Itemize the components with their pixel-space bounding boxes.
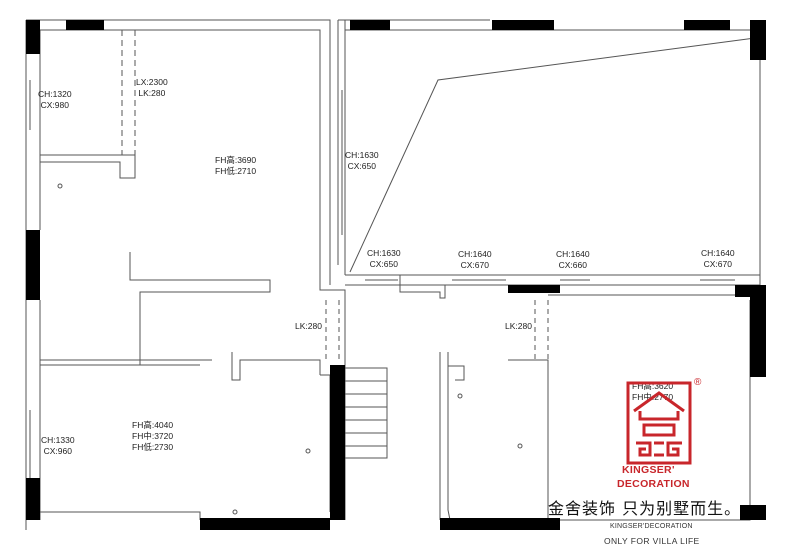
fh-high-label: FH高:4040: [132, 420, 174, 430]
window-label-1: CH:1630 CX:650: [367, 248, 401, 270]
lk-label: LK:280: [505, 321, 532, 331]
room-label-top-left: CH:1320 CX:980: [38, 89, 72, 111]
fh-high-label: FH高:3620: [632, 381, 674, 391]
kingser-logo-icon: [626, 381, 692, 465]
hall-label-left: LK:280: [295, 321, 322, 332]
window-label-2: CH:1640 CX:670: [458, 249, 492, 271]
window-label-diagonal: CH:1630 CX:650: [345, 150, 379, 172]
fh-mid-label: FH中:3720: [132, 431, 174, 441]
registered-mark: ®: [694, 377, 702, 388]
cx-label: CX:650: [369, 259, 398, 269]
ch-label: CH:1640: [458, 249, 492, 259]
window-label-3: CH:1640 CX:660: [556, 249, 590, 271]
plan-thick-walls: [26, 20, 766, 530]
lk-label: LK:280: [295, 321, 322, 331]
ch-label: CH:1640: [556, 249, 590, 259]
cx-label: CX:650: [347, 161, 376, 171]
window-label-4: CH:1640 CX:670: [701, 248, 735, 270]
ch-label: CH:1330: [41, 435, 75, 445]
brand-tagline-small: KINGSER'DECORATION: [610, 523, 693, 530]
ch-label: CH:1630: [367, 248, 401, 258]
cx-label: CX:670: [703, 259, 732, 269]
hall-label-right: LK:280: [505, 321, 532, 332]
cx-label: CX:980: [40, 100, 69, 110]
ch-label: CH:1640: [701, 248, 735, 258]
brand-slogan: 金舍装饰 只为别墅而生。: [548, 499, 742, 518]
cx-label: CX:660: [558, 260, 587, 270]
room-label-bottom-center: FH高:4040 FH中:3720 FH低:2730: [132, 420, 173, 453]
fh-low-label: FH低:2730: [132, 442, 174, 452]
ch-label: CH:1320: [38, 89, 72, 99]
fh-high-label: FH高:3690: [215, 155, 257, 165]
room-label-bottom-left: CH:1330 CX:960: [41, 435, 75, 457]
brand-tagline: ONLY FOR VILLA LIFE: [604, 536, 700, 546]
room-label-top-center: FH高:3690 FH低:2710: [215, 155, 256, 177]
ch-label: CH:1630: [345, 150, 379, 160]
plan-walls: [25, 19, 761, 530]
lx-label: LX:2300: [136, 77, 168, 87]
cx-label: CX:960: [43, 446, 72, 456]
fh-low-label: FH低:2710: [215, 166, 257, 176]
room-label-top-mid: LX:2300 LK:280: [136, 77, 168, 99]
brand-name-line1: KINGSER': [622, 464, 675, 476]
cx-label: CX:670: [460, 260, 489, 270]
lk-label: LK:280: [138, 88, 166, 98]
brand-name-line2: DECORATION: [617, 478, 690, 490]
